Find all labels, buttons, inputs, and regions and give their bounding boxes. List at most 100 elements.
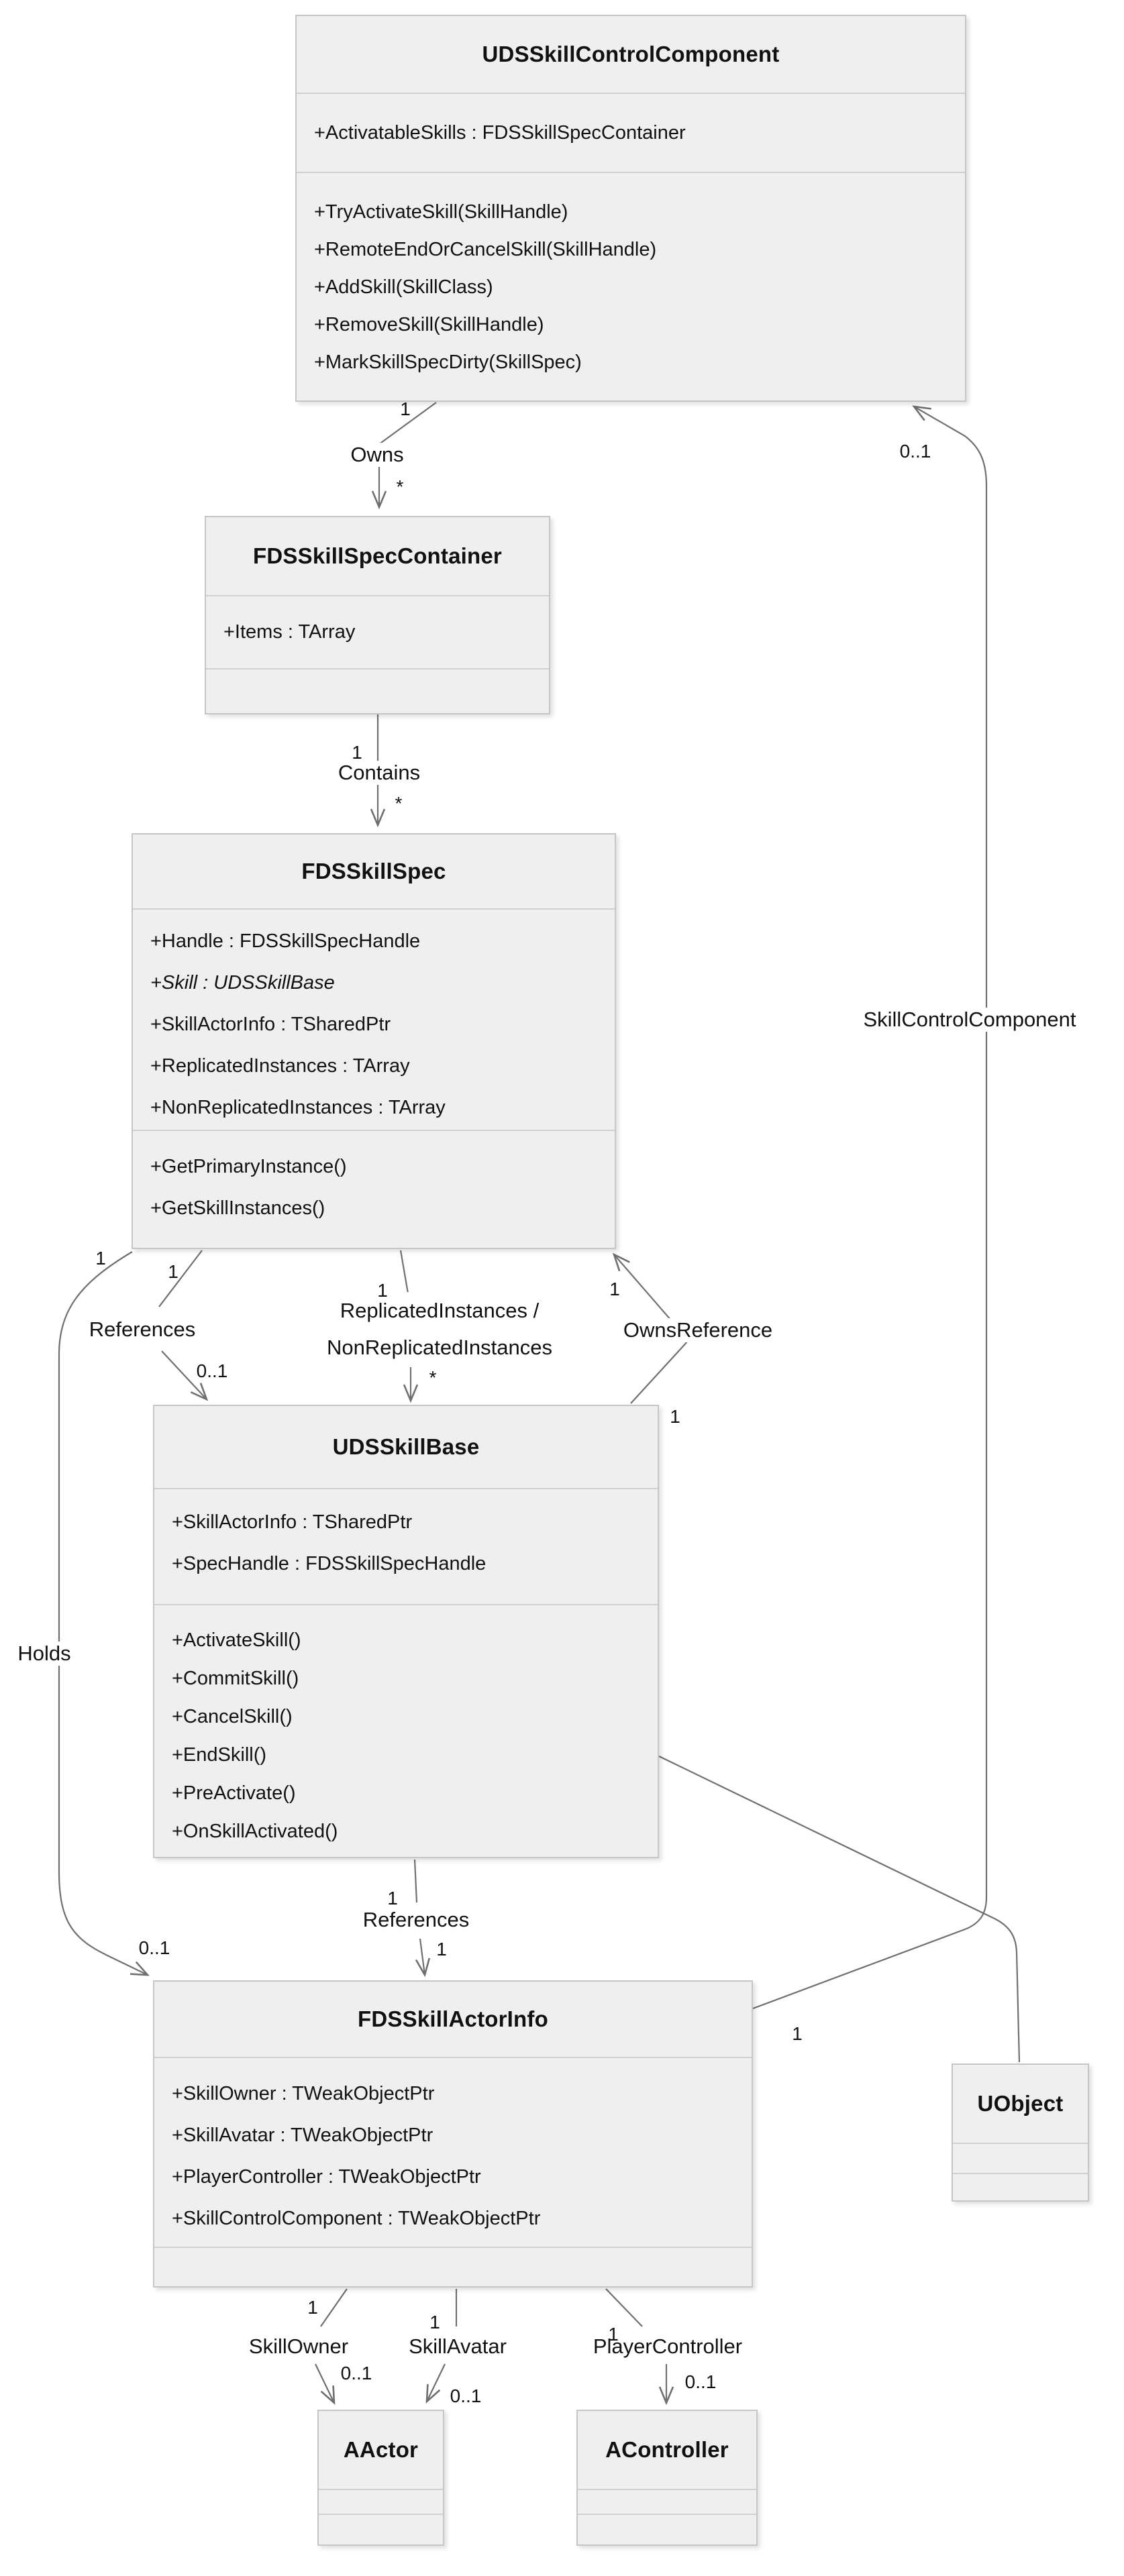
edge-holds-line <box>58 1251 148 1975</box>
edge-owns-target-mult: * <box>396 476 404 497</box>
class-attribute: +NonReplicatedInstances : TArray <box>150 1097 446 1118</box>
class-method: +CancelSkill() <box>172 1706 293 1727</box>
class-title: AActor <box>319 2411 443 2489</box>
class-title: UDSSkillControlComponent <box>297 16 965 93</box>
class-attribute: +SkillOwner : TWeakObjectPtr <box>172 2083 435 2104</box>
class-attribute: +Items : TArray <box>223 621 356 643</box>
class-title: UDSSkillBase <box>154 1406 658 1488</box>
edge-instances-label: ReplicatedInstances /NonReplicatedInstan… <box>322 1292 557 1366</box>
class-title: FDSSkillSpec <box>133 835 615 908</box>
class-method: +OnSkillActivated() <box>172 1821 338 1842</box>
edge-instances-label-line1: ReplicatedInstances / <box>340 1299 540 1322</box>
edge-skill-avatar-line-lower <box>427 2363 446 2402</box>
class-method: +MarkSkillSpecDirty(SkillSpec) <box>314 352 582 373</box>
attributes-compartment-empty <box>953 2143 1088 2173</box>
edge-spec-references-base-label: References <box>85 1318 200 1342</box>
class-attribute: +SpecHandle : FDSSkillSpecHandle <box>172 1553 487 1574</box>
class-name: UDSSkillBase <box>332 1434 480 1459</box>
class-box-fdsskillspeccontainer: FDSSkillSpecContainer +Items : TArray <box>205 516 550 714</box>
edge-base-references-actorinfo-label: References <box>358 1908 474 1932</box>
class-method: +TryActivateSkill(SkillHandle) <box>314 201 568 223</box>
edge-skill-owner-label: SkillOwner <box>244 2334 353 2359</box>
class-attribute: +SkillActorInfo : TSharedPtr <box>150 1014 391 1035</box>
methods-compartment: +GetPrimaryInstance() +GetSkillInstances… <box>133 1130 615 1250</box>
class-method: +ActivateSkill() <box>172 1629 301 1651</box>
edge-contains-source-mult: 1 <box>352 742 362 763</box>
class-attribute: +ReplicatedInstances : TArray <box>150 1055 410 1077</box>
class-name: AActor <box>343 2437 419 2462</box>
methods-compartment-empty <box>953 2173 1088 2203</box>
edge-holds-label: Holds <box>13 1642 75 1666</box>
class-name: UDSSkillControlComponent <box>482 42 780 66</box>
class-box-fdsskillactorinfo: FDSSkillActorInfo +SkillOwner : TWeakObj… <box>153 1980 753 2288</box>
edge-base-references-actorinfo-line-upper <box>413 1859 418 1903</box>
class-method: +GetPrimaryInstance() <box>150 1156 347 1177</box>
methods-compartment-empty <box>154 2247 752 2289</box>
class-method: +CommitSkill() <box>172 1668 299 1689</box>
edge-base-references-actorinfo-line-lower <box>420 1938 425 1975</box>
class-title: FDSSkillSpecContainer <box>206 517 549 595</box>
methods-compartment: +ActivateSkill() +CommitSkill() +CancelS… <box>154 1604 658 1860</box>
class-box-acontroller: AController <box>576 2410 758 2546</box>
edge-skill-owner-source-mult: 1 <box>307 2297 318 2318</box>
attributes-compartment-empty <box>578 2489 756 2514</box>
methods-compartment-empty <box>578 2514 756 2547</box>
edge-spec-references-base-source-mult: 1 <box>168 1261 178 1282</box>
edge-owns-label: Owns <box>346 443 408 467</box>
edge-player-controller-source-mult: 1 <box>608 2324 619 2345</box>
class-method: +EndSkill() <box>172 1744 267 1766</box>
class-title: AController <box>578 2411 756 2489</box>
class-box-aactor: AActor <box>317 2410 444 2546</box>
class-box-udsskillcontrolcomponent: UDSSkillControlComponent +ActivatableSki… <box>295 15 966 402</box>
edge-contains-target-mult: * <box>395 793 403 814</box>
edge-owns-source-mult: 1 <box>400 398 411 419</box>
class-name: UObject <box>977 2091 1064 2116</box>
edge-skill-control-component-target-mult: 0..1 <box>899 441 931 462</box>
edge-skill-avatar-target-mult: 0..1 <box>450 2385 482 2406</box>
edge-skill-avatar-source-mult: 1 <box>429 2312 440 2332</box>
class-attribute-abstract: +Skill : UDSSkillBase <box>150 972 335 994</box>
edge-instances-target-mult: * <box>429 1367 437 1388</box>
edge-spec-references-base-target-mult: 0..1 <box>196 1360 228 1381</box>
edge-base-references-actorinfo-target-mult: 1 <box>436 1939 447 1960</box>
edge-contains-label: Contains <box>334 761 425 785</box>
class-attribute: +SkillAvatar : TWeakObjectPtr <box>172 2125 433 2146</box>
edge-owns-reference-target-mult: 1 <box>609 1279 620 1299</box>
class-name: FDSSkillSpec <box>301 859 446 883</box>
class-name: FDSSkillSpecContainer <box>253 543 502 568</box>
attributes-compartment: +SkillActorInfo : TSharedPtr +SpecHandle… <box>154 1488 658 1604</box>
class-attribute: +ActivatableSkills : FDSSkillSpecContain… <box>314 121 686 144</box>
class-method: +AddSkill(SkillClass) <box>314 276 493 298</box>
methods-compartment: +TryActivateSkill(SkillHandle) +RemoteEn… <box>297 172 965 400</box>
class-name: AController <box>605 2437 729 2462</box>
class-method: +GetSkillInstances() <box>150 1197 325 1219</box>
edge-player-controller-label: PlayerController <box>589 2334 747 2359</box>
edge-skill-avatar-label: SkillAvatar <box>405 2334 511 2359</box>
class-attribute: +SkillControlComponent : TWeakObjectPtr <box>172 2208 541 2229</box>
class-box-uobject: UObject <box>952 2063 1089 2202</box>
class-attribute: +PlayerController : TWeakObjectPtr <box>172 2166 481 2188</box>
edge-skill-control-component-line <box>752 407 988 2010</box>
class-attribute: +Handle : FDSSkillSpecHandle <box>150 930 421 952</box>
edge-holds-target-mult: 0..1 <box>138 1937 170 1958</box>
edge-base-references-actorinfo-source-mult: 1 <box>387 1888 398 1909</box>
edge-skill-control-component-label: SkillControlComponent <box>859 1008 1080 1032</box>
edge-spec-references-base-line-upper <box>158 1250 203 1307</box>
attributes-compartment: +Items : TArray <box>206 595 549 668</box>
edge-player-controller-target-mult: 0..1 <box>684 2371 717 2392</box>
class-method: +PreActivate() <box>172 1782 296 1804</box>
attributes-compartment: +Handle : FDSSkillSpecHandle +Skill : UD… <box>133 908 615 1130</box>
attributes-compartment: +ActivatableSkills : FDSSkillSpecContain… <box>297 93 965 172</box>
methods-compartment-empty <box>206 668 549 716</box>
class-title: FDSSkillActorInfo <box>154 1982 752 2057</box>
edge-skill-owner-target-mult: 0..1 <box>340 2363 372 2383</box>
class-box-udsskillbase: UDSSkillBase +SkillActorInfo : TSharedPt… <box>153 1405 659 1858</box>
attributes-compartment-empty <box>319 2489 443 2514</box>
edge-instances-line-upper <box>399 1250 409 1294</box>
edge-owns-reference-label: OwnsReference <box>619 1318 777 1342</box>
edge-skill-control-component-source-mult: 1 <box>792 2023 803 2044</box>
methods-compartment-empty <box>319 2514 443 2547</box>
class-method: +RemoteEndOrCancelSkill(SkillHandle) <box>314 239 657 260</box>
